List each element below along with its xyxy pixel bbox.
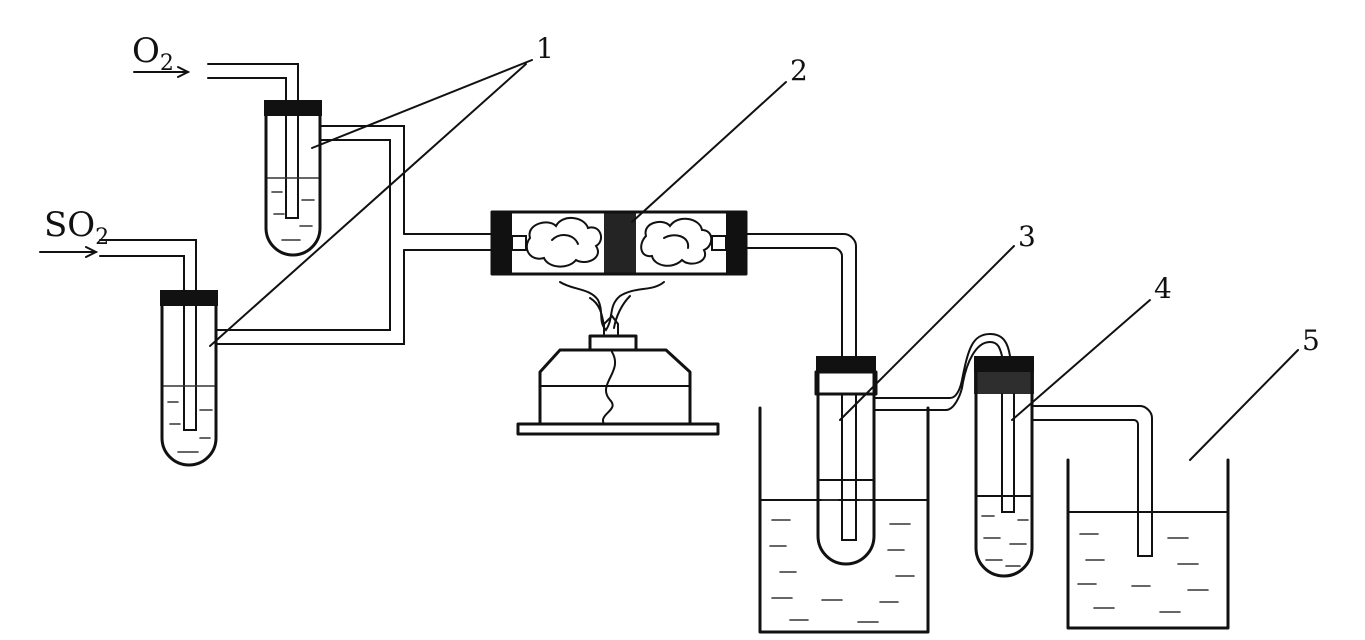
absorption-tube (974, 356, 1153, 578)
part-label-3: 3 (1018, 220, 1036, 253)
catalyst-left (525, 217, 603, 268)
sulfur-dioxide-arrow-head (85, 246, 99, 258)
sulfur-dioxide-label-subscript: 2 (95, 225, 109, 250)
part-label-1: 1 (536, 32, 554, 65)
lower-drying-tube (99, 239, 405, 467)
part-label-5: 5 (1302, 324, 1320, 357)
beaker (1066, 458, 1230, 630)
sulfur-dioxide-label-base: SO (44, 205, 95, 245)
oxygen-label-subscript: 2 (160, 51, 174, 76)
cooling-bath (758, 406, 930, 634)
gas-junction-pipe (403, 233, 493, 251)
sulfur-dioxide-inlet-label: SO2 (39, 205, 109, 258)
part-label-4: 4 (1154, 272, 1172, 305)
part-label-2: 2 (790, 54, 808, 87)
catalyst-right (640, 217, 713, 267)
oxygen-inlet-label: O2 (132, 31, 191, 78)
svg-text:SO2: SO2 (44, 205, 109, 250)
outlet-pipe-to-cooled-tube (745, 233, 857, 357)
catalyst-plug (604, 212, 636, 274)
cooled-collection-tube (814, 332, 1011, 566)
part-labels: 1 2 3 4 5 (536, 32, 1320, 357)
upper-drying-tube (207, 63, 405, 323)
alcohol-lamp (516, 281, 720, 436)
oxygen-arrow-head (177, 66, 191, 78)
leader-lines (209, 59, 1299, 461)
lamp-flame (559, 281, 665, 332)
oxygen-label-base: O (132, 31, 160, 71)
reaction-tube (490, 210, 748, 276)
svg-text:O2: O2 (132, 31, 174, 76)
